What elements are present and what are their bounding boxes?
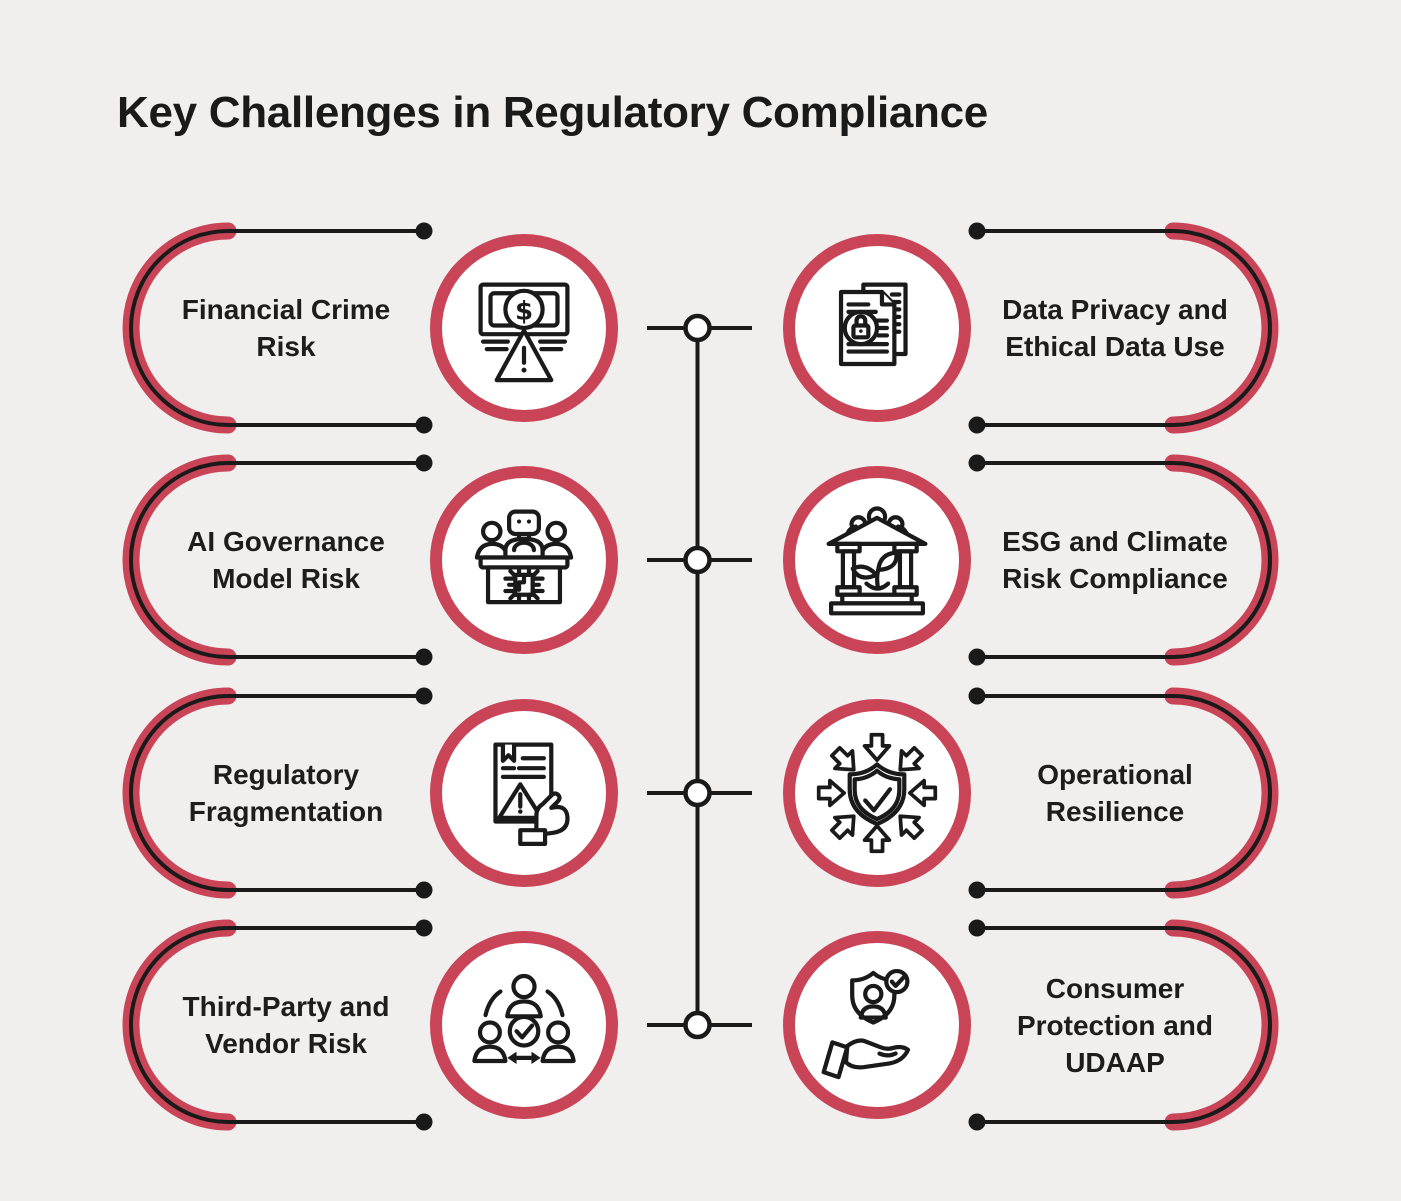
ai-governance-icon	[474, 509, 574, 605]
bank-sustainability-icon	[826, 506, 928, 616]
label-financial-crime-risk: Financial Crime Risk	[181, 294, 391, 362]
shield-arrows-icon	[815, 731, 939, 855]
spine-node-3	[683, 778, 712, 808]
spine-node-4	[683, 1010, 712, 1040]
bracket-third-party	[122, 919, 433, 1131]
hand-shield-icon	[821, 968, 911, 1080]
money-warning-icon: $	[478, 282, 570, 383]
label-operational-resilience: Operational Resilience	[1037, 759, 1193, 827]
document-warning-icon	[493, 742, 570, 846]
label-consumer-protection-udaap: Consumer Protection and UDAAP	[1016, 972, 1213, 1078]
bracket-financial-crime	[122, 222, 433, 434]
bracket-operational-resilience	[968, 687, 1279, 899]
spine-node-2	[683, 545, 712, 575]
label-third-party-vendor-risk: Third-Party and Vendor Risk	[182, 991, 390, 1059]
documents-lock-icon	[838, 282, 908, 367]
third-party-network-icon	[472, 973, 576, 1065]
bracket-regulatory-fragmentation	[122, 687, 433, 899]
bracket-ai-governance	[122, 454, 433, 666]
svg-text:$: $	[515, 296, 533, 326]
bracket-consumer-protection	[968, 919, 1279, 1131]
bracket-esg-climate	[968, 454, 1279, 666]
spine-node-1	[683, 313, 712, 343]
page-title: Key Challenges in Regulatory Compliance	[117, 88, 988, 137]
label-esg-climate: ESG and Climate Risk Compliance	[1002, 526, 1228, 594]
center-spine	[647, 313, 752, 1040]
label-regulatory-fragmentation: Regulatory Fragmentation	[188, 759, 384, 827]
label-ai-governance-model-risk: AI Governance Model Risk	[187, 526, 385, 594]
bracket-data-privacy	[968, 222, 1279, 434]
label-data-privacy: Data Privacy and Ethical Data Use	[1002, 294, 1228, 362]
